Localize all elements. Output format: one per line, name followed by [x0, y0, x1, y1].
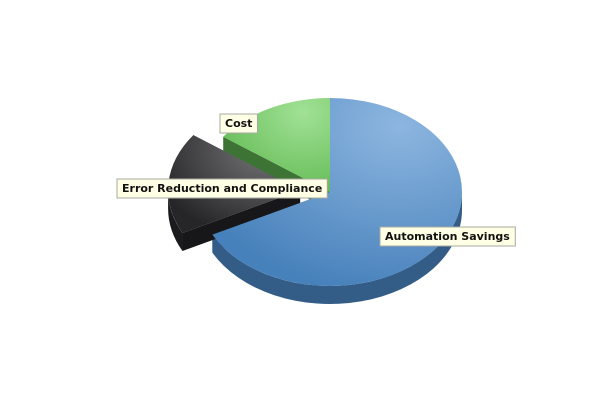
slice-label-box-error-reduction-and-compliance	[116, 178, 328, 199]
pie-label-layer: Automation Savings Error Reduction and Co…	[116, 113, 516, 247]
slice-label-box-cost	[219, 113, 258, 134]
slice-label-text-automation-savings: Automation Savings	[385, 230, 510, 243]
slice-rim-error-reduction-and-compliance-0	[168, 190, 183, 251]
slice-label-error-reduction-and-compliance: Error Reduction and Compliance	[116, 178, 328, 199]
slice-label-box-automation-savings	[379, 226, 516, 247]
slice-label-automation-savings: Automation Savings	[379, 226, 516, 247]
slice-label-text-error-reduction-and-compliance: Error Reduction and Compliance	[122, 182, 322, 195]
slice-rim-automation-savings-0	[212, 192, 462, 304]
slice-wall-error-reduction-and-compliance-0	[182, 190, 301, 251]
slice-label-cost: Cost	[219, 113, 258, 134]
slice-label-text-cost: Cost	[225, 117, 252, 130]
